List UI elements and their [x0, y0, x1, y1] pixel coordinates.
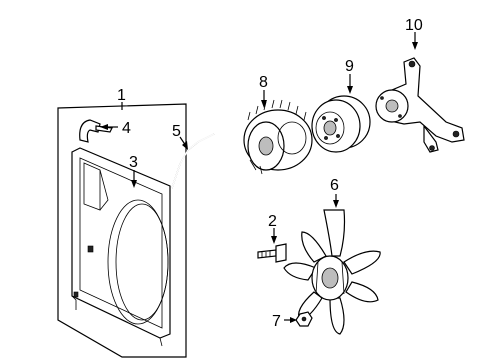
callout-3: 3	[129, 154, 138, 171]
callout-4: 4	[122, 120, 131, 137]
pulley	[311, 95, 371, 153]
shroud-assembly-box	[57, 103, 187, 358]
clip-part-4	[79, 119, 113, 143]
hose-part-5	[171, 133, 215, 189]
bolt	[257, 243, 287, 263]
callout-9: 9	[345, 58, 354, 75]
fan-clutch	[243, 99, 313, 175]
fan-blade	[283, 209, 381, 335]
fan-bracket	[375, 57, 465, 153]
leader-lines	[100, 32, 418, 323]
callout-5: 5	[172, 123, 181, 140]
callout-labels: 1 2 3 4 5 6 7 8 9 10	[117, 17, 423, 330]
callout-6: 6	[330, 177, 339, 194]
callout-1: 1	[117, 87, 126, 104]
callout-2: 2	[268, 213, 277, 230]
callout-10: 10	[405, 17, 423, 34]
callout-7: 7	[272, 313, 281, 330]
fan-shroud	[71, 147, 171, 347]
callout-8: 8	[259, 74, 268, 91]
assembly-outline	[57, 103, 187, 358]
